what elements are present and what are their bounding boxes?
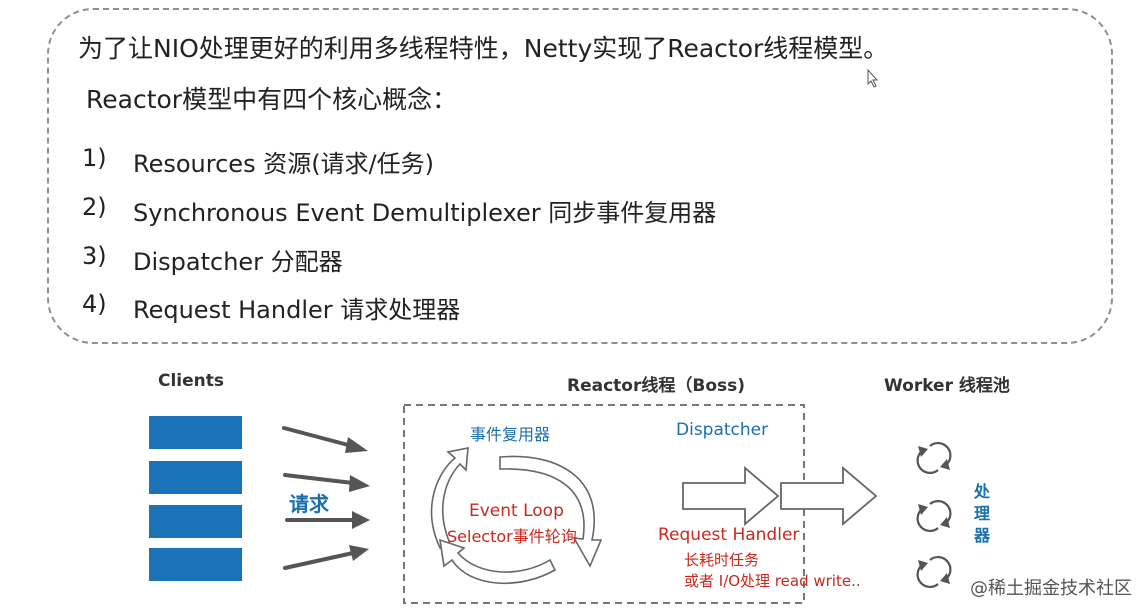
request-arrow (283, 551, 355, 570)
concept-text: Request Handler 请求处理器 (133, 296, 461, 324)
dispatcher-arrow-icon (682, 466, 780, 526)
event-loop-arrows-icon (430, 447, 603, 585)
worker-cycle-icon (916, 555, 952, 589)
worker-cycle-icons (916, 441, 952, 589)
client-bar (149, 548, 242, 581)
request-arrow (283, 473, 355, 485)
worker-arrow-icon (780, 466, 878, 526)
concept-number: 2) (82, 193, 107, 221)
request-handler-label: Request Handler (658, 525, 800, 545)
worker-title: Worker 线程池 (884, 376, 1010, 396)
arrowhead-icon (349, 475, 370, 492)
intro-subline: Reactor模型中有四个核心概念： (86, 85, 458, 114)
concept-number: 4) (82, 290, 107, 318)
event-loop-label: Event Loop (469, 501, 564, 521)
dispatch-arrows (682, 466, 878, 526)
selector-label: Selector事件轮询 (447, 527, 577, 546)
concept-number: 1) (82, 144, 107, 172)
clients-title: Clients (158, 371, 225, 391)
concept-text: Dispatcher 分配器 (133, 248, 343, 276)
arrowhead-icon (345, 437, 368, 453)
intro-headline: 为了让NIO处理更好的利用多线程特性，Netty实现了Reactor线程模型。 (78, 34, 889, 63)
reactor-title: Reactor线程（Boss) (567, 376, 746, 396)
worker-cycle-icon (916, 499, 952, 533)
client-bar (149, 461, 242, 494)
long-task-label: 长耗时任务 (684, 551, 760, 569)
request-arrows (282, 426, 370, 570)
client-bar (149, 416, 242, 449)
worker-char: 理 (974, 504, 991, 523)
worker-char: 器 (974, 526, 991, 545)
mouse-cursor-icon (867, 68, 879, 88)
concept-number: 3) (82, 242, 107, 270)
watermark: @稀土掘金技术社区 (970, 578, 1132, 599)
io-processing-label: 或者 I/O处理 read write.. (684, 572, 861, 590)
worker-char: 处 (974, 482, 991, 501)
demux-label: 事件复用器 (470, 425, 551, 444)
concept-text: Resources 资源(请求/任务) (133, 150, 435, 178)
worker-cycle-icon (916, 441, 952, 475)
request-label: 请求 (289, 492, 329, 516)
request-arrow (282, 426, 354, 448)
intro-box (47, 8, 1113, 344)
client-bar (149, 505, 242, 538)
arrowhead-icon (352, 511, 370, 529)
dispatcher-label: Dispatcher (676, 420, 769, 440)
arrowhead-icon (349, 545, 369, 561)
concept-text: Synchronous Event Demultiplexer 同步事件复用器 (133, 199, 717, 227)
